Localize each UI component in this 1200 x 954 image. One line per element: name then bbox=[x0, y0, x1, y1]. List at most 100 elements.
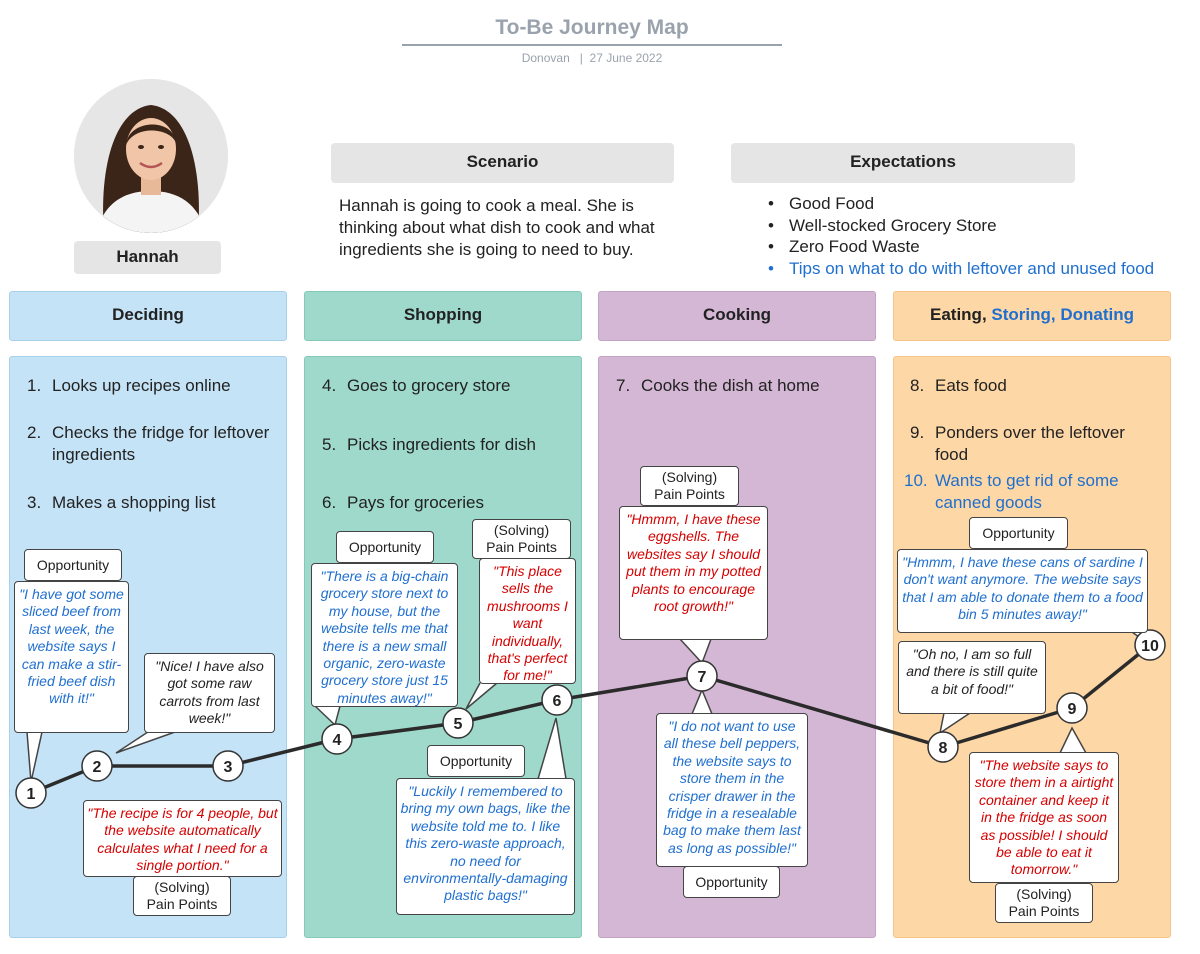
journey-point-label: 4 bbox=[333, 732, 342, 749]
solving-text: (Solving) bbox=[154, 879, 210, 895]
callout-tail bbox=[679, 638, 712, 665]
stage-header-shopping: Shopping bbox=[304, 291, 582, 341]
pain-points-text: Pain Points bbox=[486, 539, 557, 555]
journey-point bbox=[321, 723, 353, 755]
callout-tail bbox=[938, 712, 971, 735]
pain-points-label: (Solving)Pain Points bbox=[995, 883, 1093, 923]
opportunity-label: Opportunity bbox=[336, 531, 434, 563]
step-number: 9. bbox=[910, 423, 925, 442]
callout-tail bbox=[465, 682, 498, 710]
journey-point bbox=[686, 660, 718, 692]
step-number: 8. bbox=[910, 376, 925, 395]
callout-tail bbox=[1059, 726, 1087, 754]
solving-text: (Solving) bbox=[661, 469, 718, 485]
opportunity-label: Opportunity bbox=[969, 517, 1068, 549]
opportunity-label: Opportunity bbox=[683, 866, 780, 898]
journey-point bbox=[15, 777, 47, 809]
step-text: Picks ingredients for dish bbox=[347, 435, 536, 454]
step-8: 8. Eats food bbox=[910, 375, 1160, 397]
journey-point-label: 7 bbox=[698, 669, 707, 686]
journey-point bbox=[212, 750, 244, 782]
pain-points-label: (Solving)Pain Points bbox=[133, 876, 231, 916]
quote-callout: "There is a big-chain grocery store next… bbox=[311, 563, 458, 707]
quote-callout: "I do not want to use all these bell pep… bbox=[656, 713, 808, 867]
expectation-item: Tips on what to do with leftover and unu… bbox=[768, 258, 1154, 280]
step-text: Pays for groceries bbox=[347, 493, 484, 512]
journey-point-label: 10 bbox=[1141, 638, 1159, 655]
step-1: 1. Looks up recipes online bbox=[27, 375, 277, 397]
journey-point bbox=[81, 750, 113, 782]
journey-point bbox=[1134, 629, 1166, 661]
quote-callout: "Hmmm, I have these eggshells. The websi… bbox=[619, 506, 768, 640]
step-10: 10. Wants to get rid of some canned goods bbox=[904, 470, 1160, 514]
opportunity-label: Opportunity bbox=[24, 549, 122, 581]
journey-point bbox=[541, 684, 573, 716]
quote-callout: "Luckily I remembered to bring my own ba… bbox=[396, 778, 575, 915]
journey-point-label: 1 bbox=[27, 786, 36, 803]
journey-point bbox=[442, 707, 474, 739]
quote-callout: "Oh no, I am so full and there is still … bbox=[898, 641, 1046, 714]
step-text: Makes a shopping list bbox=[52, 493, 216, 512]
step-text: Ponders over the leftover food bbox=[935, 423, 1125, 464]
pain-points-label: (Solving)Pain Points bbox=[472, 519, 571, 559]
step-text: Eats food bbox=[935, 376, 1007, 395]
quote-callout: "The recipe is for 4 people, but the web… bbox=[83, 800, 282, 877]
step-6: 6. Pays for groceries bbox=[322, 492, 572, 514]
step-number: 4. bbox=[322, 376, 337, 395]
pain-points-text: Pain Points bbox=[146, 896, 218, 912]
step-4: 4. Goes to grocery store bbox=[322, 375, 572, 397]
journey-point-label: 8 bbox=[939, 740, 948, 757]
journey-point-label: 9 bbox=[1068, 701, 1077, 718]
scenario-heading: Scenario bbox=[331, 143, 674, 183]
journey-line bbox=[30, 643, 1152, 795]
stage-header-storing-label: Storing, Donating bbox=[991, 305, 1134, 324]
step-number: 10. bbox=[904, 471, 928, 490]
stage-header-cooking: Cooking bbox=[598, 291, 876, 341]
pain-points-text: Pain Points bbox=[1008, 903, 1080, 919]
quote-callout: "Nice! I have also got some raw carrots … bbox=[144, 653, 275, 733]
quote-callout: "I have got some sliced beef from last w… bbox=[14, 581, 129, 733]
solving-text: (Solving) bbox=[1016, 886, 1072, 902]
scenario-text: Hannah is going to cook a meal. She is t… bbox=[339, 196, 655, 259]
expectation-item: Good Food bbox=[768, 193, 1154, 215]
stage-header-eating-label: Eating, bbox=[930, 305, 992, 324]
journey-point bbox=[1056, 692, 1088, 724]
solving-text: (Solving) bbox=[493, 522, 550, 538]
step-text: Checks the fridge for leftover ingredien… bbox=[52, 423, 270, 464]
step-text: Wants to get rid of some canned goods bbox=[935, 471, 1119, 512]
step-5: 5. Picks ingredients for dish bbox=[322, 434, 572, 456]
journey-point-label: 5 bbox=[454, 716, 463, 733]
step-7: 7. Cooks the dish at home bbox=[616, 375, 866, 397]
step-3: 3. Makes a shopping list bbox=[27, 492, 277, 514]
page-title: To-Be Journey Map bbox=[495, 16, 689, 39]
expectation-item: Well-stocked Grocery Store bbox=[768, 215, 1154, 237]
step-number: 1. bbox=[27, 376, 42, 395]
journey-point-label: 6 bbox=[553, 693, 562, 710]
step-text: Looks up recipes online bbox=[52, 376, 231, 395]
persona-photo-icon bbox=[74, 79, 228, 233]
journey-point bbox=[927, 731, 959, 763]
step-text: Goes to grocery store bbox=[347, 376, 511, 395]
step-9: 9. Ponders over the leftover food bbox=[910, 422, 1160, 466]
step-number: 7. bbox=[616, 376, 631, 395]
persona-name: Hannah bbox=[74, 241, 221, 274]
pain-points-text: Pain Points bbox=[654, 486, 725, 502]
journey-point-label: 3 bbox=[224, 759, 233, 776]
journey-point-label: 2 bbox=[93, 759, 102, 776]
expectation-item: Zero Food Waste bbox=[768, 236, 1154, 258]
stage-header-deciding: Deciding bbox=[9, 291, 287, 341]
step-2: 2. Checks the fridge for leftover ingredi… bbox=[27, 422, 277, 466]
step-number: 3. bbox=[27, 493, 42, 512]
step-text: Cooks the dish at home bbox=[641, 376, 820, 395]
quote-callout: "The website says to store them in a air… bbox=[969, 752, 1119, 883]
callout-tail bbox=[314, 705, 341, 727]
quote-callout: "Hmmm, I have these cans of sardine I do… bbox=[897, 549, 1148, 633]
callout-tail bbox=[26, 731, 43, 783]
step-number: 2. bbox=[27, 423, 42, 442]
callout-tail bbox=[691, 688, 713, 715]
quote-callout: "This place sells the mushrooms I want i… bbox=[479, 558, 576, 684]
expectations-heading: Expectations bbox=[731, 143, 1075, 183]
step-number: 6. bbox=[322, 493, 337, 512]
step-number: 5. bbox=[322, 435, 337, 454]
opportunity-label: Opportunity bbox=[427, 745, 525, 777]
